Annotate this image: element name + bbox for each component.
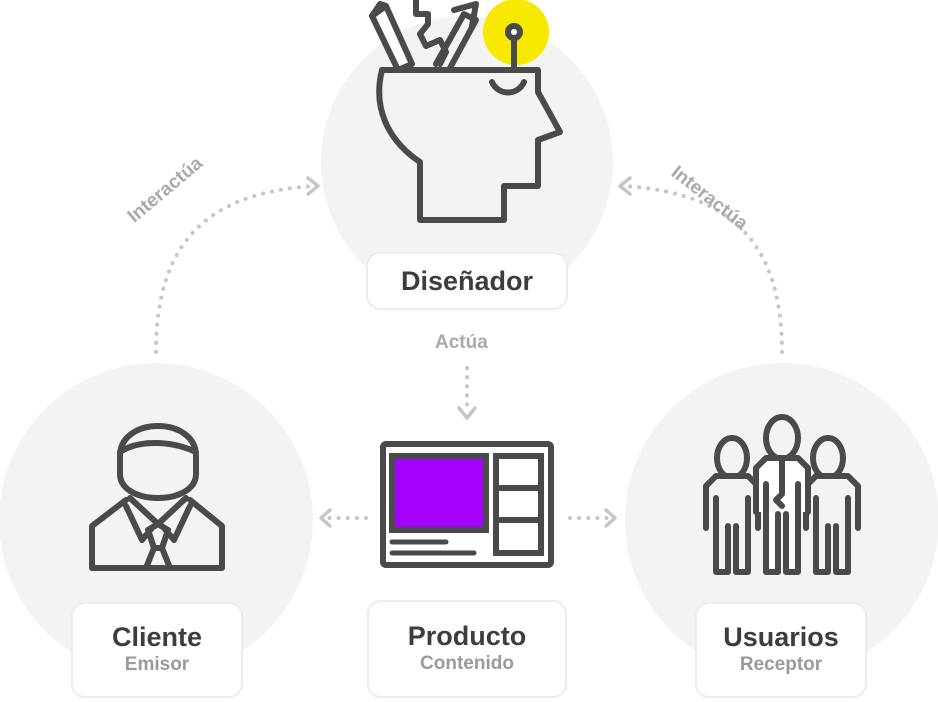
arrow-users-to-designer [620,184,784,354]
arrowhead-client [319,508,332,528]
product-screen-icon [380,441,554,568]
users-subtitle: Receptor [739,654,823,675]
designer-title: Diseñador [400,266,534,296]
product-screen-content [389,453,489,533]
product-title: Producto [407,621,527,651]
designer-head-icon [369,0,563,223]
arrowhead-designer-left [306,176,320,196]
users-title: Usuarios [723,622,839,652]
client-label-box: Cliente Emisor [71,602,243,698]
arrow-client-to-designer [154,184,318,354]
product-label-box: Producto Contenido [367,600,567,698]
arrowhead-users [604,508,617,528]
users-circle [625,363,938,677]
arrowhead-designer-right [618,176,632,196]
product-sidebar [493,453,544,556]
client-subtitle: Emisor [124,654,190,675]
designer-label-box: Diseñador [366,252,568,310]
client-title: Cliente [111,622,203,652]
users-label-box: Usuarios Receptor [695,602,867,698]
product-subtitle: Contenido [420,653,514,674]
arrowhead-product-top [457,406,477,420]
client-person-icon [89,423,225,571]
edge-label-designer-product: Actúa [435,332,488,353]
users-group-icon [703,414,861,575]
